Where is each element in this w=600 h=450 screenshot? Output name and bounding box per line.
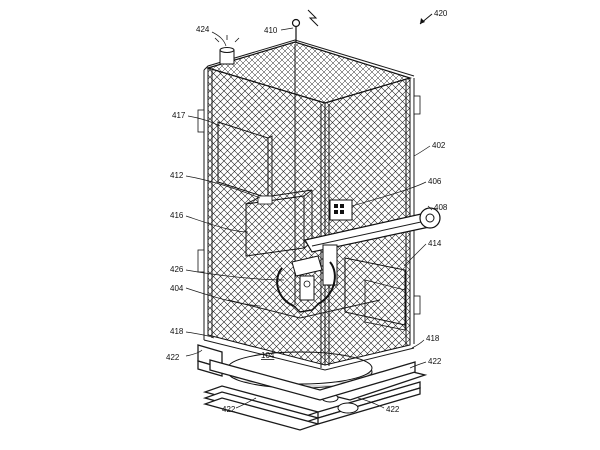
gripper — [276, 255, 336, 313]
label-404: 404 — [170, 284, 184, 293]
label-424: 424 — [196, 25, 210, 34]
label-422-left: 422 — [166, 353, 180, 362]
label-422-bottom-right: 422 — [386, 405, 400, 414]
label-104: 104 — [261, 351, 275, 360]
label-418-left: 418 — [170, 327, 184, 336]
label-402: 402 — [432, 141, 446, 150]
base-cart — [197, 344, 428, 431]
label-422-right: 422 — [428, 357, 442, 366]
wheel — [337, 402, 359, 414]
label-422-bottom-left: 422 — [222, 405, 236, 414]
figure-ref-arrow — [419, 13, 433, 25]
cage-top — [205, 41, 413, 104]
antenna — [291, 9, 319, 42]
label-420: 420 — [434, 9, 448, 18]
label-418-right: 418 — [426, 334, 440, 343]
leader-lines — [185, 27, 433, 409]
label-406: 406 — [428, 177, 442, 186]
cage-left-face — [207, 67, 326, 366]
label-417: 417 — [172, 111, 186, 120]
cage — [197, 39, 421, 371]
label-416: 416 — [170, 211, 184, 220]
robotic-arm — [276, 207, 441, 313]
beacon — [214, 35, 240, 65]
label-414: 414 — [428, 239, 442, 248]
label-412: 412 — [170, 171, 184, 180]
scanner-device — [257, 195, 273, 205]
labels: 420 424 410 417 412 416 426 404 418 422 … — [166, 9, 448, 414]
label-426: 426 — [170, 265, 184, 274]
label-408: 408 — [434, 203, 448, 212]
interior — [217, 121, 406, 331]
label-410: 410 — [264, 26, 278, 35]
